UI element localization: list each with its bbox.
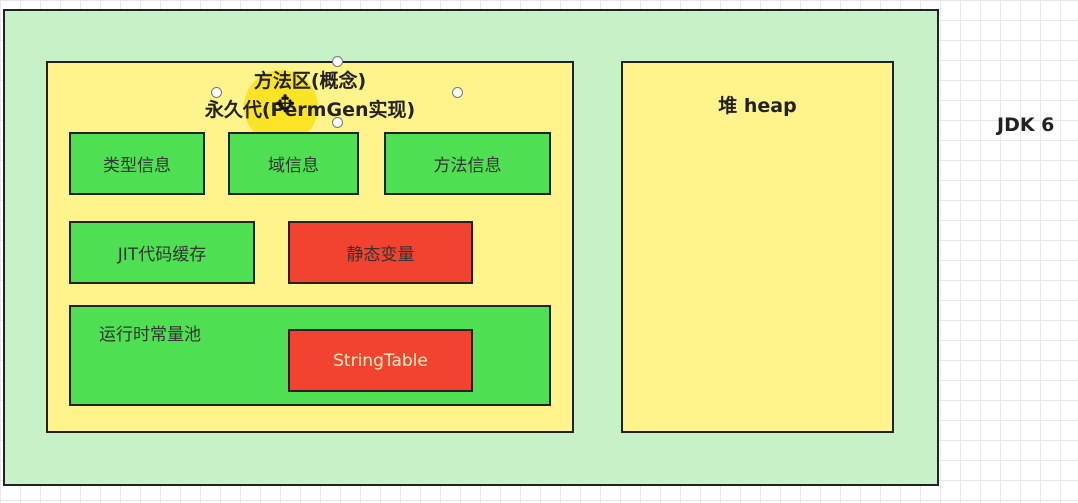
- jit-cache-label: JIT代码缓存: [117, 245, 207, 265]
- runtime-constant-pool-label: 运行时常量池: [99, 325, 201, 345]
- type-info-label: 类型信息: [103, 156, 171, 176]
- method-info-label: 方法信息: [433, 156, 502, 176]
- method-area-title: 方法区(概念): [253, 70, 367, 92]
- jit-cache-box[interactable]: JIT代码缓存: [69, 221, 255, 284]
- selection-handle-left[interactable]: [211, 87, 222, 98]
- static-vars-label: 静态变量: [346, 245, 415, 265]
- static-vars-box[interactable]: 静态变量: [288, 221, 473, 284]
- selection-handle-top[interactable]: [332, 56, 343, 67]
- cursor-highlight: [244, 70, 318, 144]
- selection-handle-bottom[interactable]: [332, 117, 343, 128]
- string-table-box[interactable]: StringTable: [288, 329, 473, 392]
- heap-box[interactable]: [621, 61, 894, 433]
- selection-handle-right[interactable]: [452, 87, 463, 98]
- field-info-label: 域信息: [268, 156, 319, 176]
- method-info-box[interactable]: 方法信息: [384, 132, 551, 195]
- field-info-box[interactable]: 域信息: [228, 132, 359, 195]
- move-cursor-icon: ✥: [275, 90, 296, 118]
- method-area-subtitle: 永久代(PermGen实现): [204, 99, 416, 121]
- heap-label: 堆 heap: [718, 95, 797, 117]
- string-table-label: StringTable: [333, 350, 428, 371]
- jdk-version-label: JDK 6: [997, 114, 1055, 136]
- type-info-box[interactable]: 类型信息: [69, 132, 205, 195]
